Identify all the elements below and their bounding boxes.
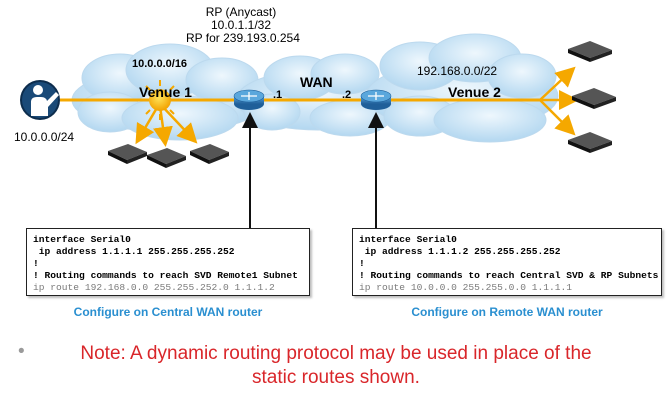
- central-config-line: !: [33, 258, 39, 269]
- note-line2: static routes shown.: [252, 367, 420, 388]
- central-config-line: ! Routing commands to reach SVD Remote1 …: [33, 270, 298, 281]
- venue1-display-3-icon: [190, 144, 229, 164]
- venue2-fanout-arrows: [539, 66, 579, 136]
- remote-config-route: ip route 10.0.0.0 255.255.0.0 1.1.1.1: [359, 282, 573, 293]
- rp-label-line1: RP (Anycast): [205, 5, 277, 19]
- central-config-caption: Configure on Central WAN router: [73, 305, 263, 319]
- remote-config-line: ! Routing commands to reach Central SVD …: [359, 270, 659, 281]
- venue1-name: Venue 1: [139, 84, 192, 100]
- note-line1: Note: A dynamic routing protocol may be …: [80, 343, 592, 364]
- remote-config-line: !: [359, 258, 365, 269]
- central-config-line: interface Serial0: [33, 234, 131, 245]
- venue1-cloud: [71, 43, 269, 141]
- venue2-display-2-icon: [572, 88, 616, 109]
- venue1-fanout-arrows: [135, 105, 198, 147]
- venue1-subnet: 10.0.0.0/16: [132, 58, 188, 70]
- rp-label-line2: 10.0.1.1/32: [210, 18, 272, 32]
- venue1-display-2-icon: [147, 148, 186, 168]
- venue2-name: Venue 2: [448, 84, 501, 100]
- remote-router-config: interface Serial0 ip address 1.1.1.2 255…: [352, 228, 662, 296]
- note-bullet: •: [18, 341, 25, 362]
- remote-config-caption: Configure on Remote WAN router: [411, 305, 603, 319]
- wan-addr-left: .1: [273, 89, 283, 101]
- rp-star-icon: [140, 80, 180, 120]
- wan-name: WAN: [300, 74, 333, 90]
- central-config-line: ip address 1.1.1.1 255.255.255.252: [33, 246, 235, 257]
- source-subnet: 10.0.0.0/24: [14, 130, 75, 144]
- venue2-subnet: 192.168.0.0/22: [417, 64, 498, 78]
- remote-config-line: ip address 1.1.1.2 255.255.255.252: [359, 246, 561, 257]
- venue1-display-1-icon: [108, 144, 147, 164]
- central-config-route: ip route 192.168.0.0 255.255.252.0 1.1.1…: [33, 282, 275, 293]
- remote-wan-router-icon: [360, 89, 392, 110]
- remote-config-line: interface Serial0: [359, 234, 457, 245]
- venue2-display-1-icon: [568, 41, 612, 62]
- central-wan-router-icon: [233, 89, 265, 110]
- venue2-cloud: [365, 33, 559, 143]
- rp-label-line3: RP for 239.193.0.254: [186, 31, 300, 45]
- wan-addr-right: .2: [342, 89, 352, 101]
- central-router-config: interface Serial0 ip address 1.1.1.1 255…: [26, 228, 310, 296]
- venue2-display-3-icon: [568, 132, 612, 153]
- presenter-icon: [20, 80, 60, 120]
